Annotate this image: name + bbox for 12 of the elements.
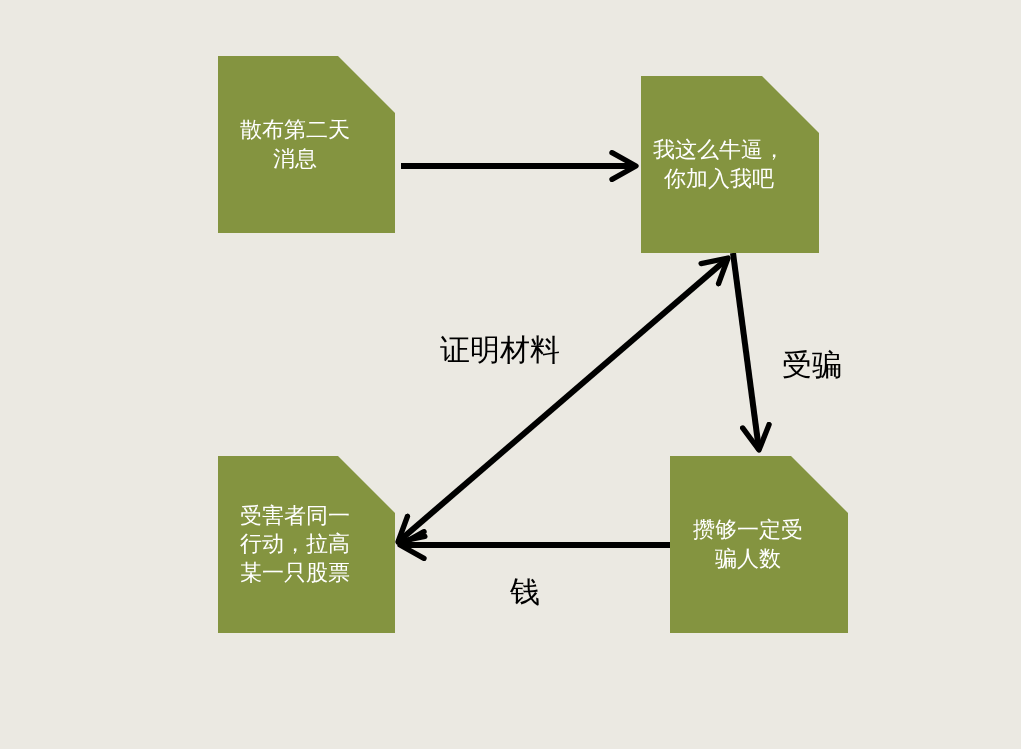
arrow	[395, 255, 731, 545]
box-text: 散布第二天消息	[239, 115, 352, 173]
document-box	[641, 76, 819, 253]
document-box	[218, 56, 395, 233]
box-text: 攒够一定受骗人数	[692, 515, 804, 573]
document-box	[670, 456, 848, 633]
arrow	[397, 529, 670, 561]
box-text: 受害者同一行动，拉高某一只股票	[239, 501, 352, 587]
document-box	[218, 456, 395, 633]
arrow	[401, 150, 639, 182]
arrow	[730, 252, 772, 453]
box-text: 我这么牛逼，你加入我吧	[652, 135, 786, 193]
